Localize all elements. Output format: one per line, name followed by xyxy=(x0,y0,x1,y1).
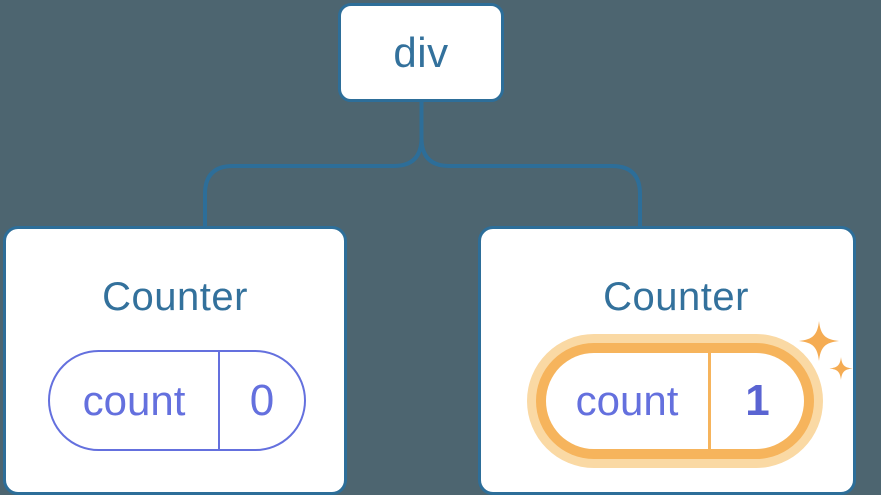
state-value-cell: 0 xyxy=(220,352,304,449)
sparkle-icon-large xyxy=(799,321,839,361)
sparkle-icon-small xyxy=(829,357,853,380)
counter-node-right: Counter count 1 xyxy=(478,226,856,495)
counter-title: Counter xyxy=(102,275,248,319)
counter-node-left: Counter count 0 xyxy=(3,226,347,495)
state-value: 1 xyxy=(745,376,770,425)
root-node-label: div xyxy=(393,28,449,76)
state-value-cell: 1 xyxy=(711,353,804,449)
state-name-cell: count xyxy=(50,352,220,449)
state-name: count xyxy=(575,377,679,424)
state-value: 0 xyxy=(249,375,275,425)
state-pill: count 0 xyxy=(48,350,306,451)
connector-left-branch xyxy=(203,100,424,227)
state-name-cell: count xyxy=(546,353,711,449)
state-pill-highlighted: count 1 xyxy=(546,353,804,449)
root-node: div xyxy=(338,3,504,102)
counter-title: Counter xyxy=(603,275,749,319)
connector-right-branch xyxy=(419,100,642,227)
state-name: count xyxy=(82,376,186,424)
